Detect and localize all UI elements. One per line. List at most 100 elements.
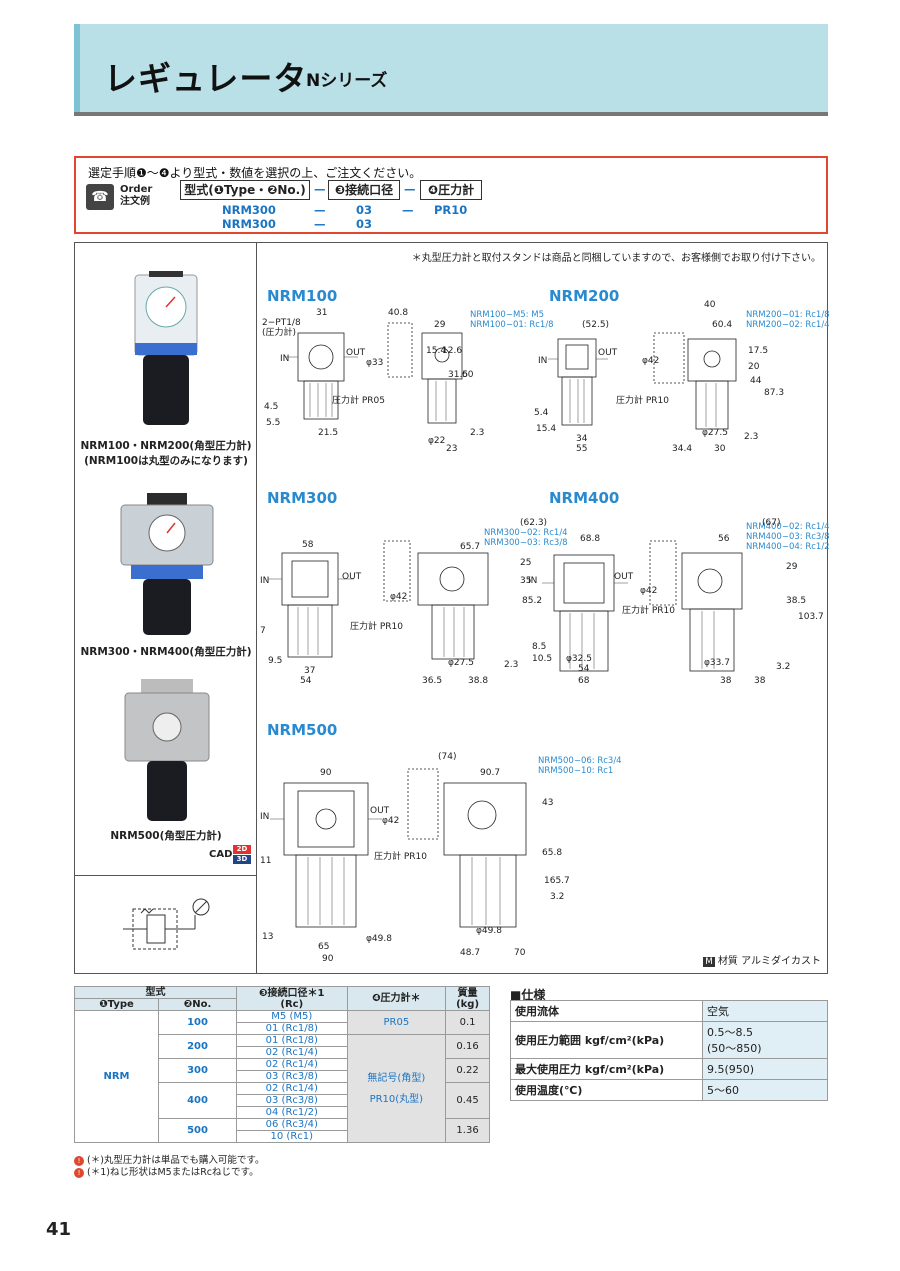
nrm400-gauge-label: 圧力計 PR10: [622, 604, 675, 616]
order-header-port: ❸接続口径: [328, 180, 400, 200]
nrm400-dimension-label: 103.7: [798, 612, 824, 622]
nrm300-dimension-label: φ27.5: [448, 658, 474, 668]
nrm200-dimension-label: 5.4: [534, 408, 549, 418]
spec-value: 5〜60: [702, 1079, 828, 1101]
nrm400-dimension-label: 3.2: [776, 662, 790, 672]
order-ex1-model: NRM300: [222, 203, 276, 217]
nrm300-port-label-1: NRM300−02: Rc1/4: [484, 528, 568, 538]
th-type: ❶Type: [74, 998, 159, 1011]
nrm200-dimension-label: 87.3: [764, 388, 784, 398]
nrm100-dimension-label: 31: [316, 308, 327, 318]
nrm200-in: IN: [538, 356, 547, 366]
nrm500-dimension-label: 48.7: [460, 948, 480, 958]
nrm400-in: IN: [528, 576, 537, 586]
order-ex1-dash: —: [314, 203, 326, 217]
dimension-drawings: IN OUT 2−PT1/8 (圧力計) NRM100−M5: M5 NRM10…: [260, 300, 830, 964]
nrm300-gauge-view: [383, 540, 489, 660]
cell-mass: 1.36: [445, 1118, 490, 1143]
order-dash-2: —: [404, 182, 416, 196]
nrm200-gauge-label: 圧力計 PR10: [616, 394, 669, 406]
nrm200-dimension-label: φ27.5: [702, 428, 728, 438]
cell-port: 06 (Rc3/4): [236, 1118, 348, 1131]
nrm500-photo: [124, 679, 210, 821]
nrm100-dimension-label: φ33: [366, 358, 383, 368]
cell-mass: 0.22: [445, 1058, 490, 1083]
nrm400-dimension-label: 68.8: [580, 534, 600, 544]
nrm400-front-view: [542, 554, 628, 672]
order-example-box: 選定手順❶〜❹より型式・数値を選択の上、ご注文ください。 ☎ Order 注文例…: [74, 156, 828, 234]
nrm200-port-label-1: NRM200−01: Rc1/8: [746, 310, 830, 320]
cell-gauge-pr05: PR05: [346, 1010, 447, 1035]
nrm500-dimension-label: 90: [320, 768, 332, 778]
nrm200-dimension-label: 60.4: [712, 320, 732, 330]
regulator-symbol-icon: [123, 898, 210, 950]
nrm100-pt-label-2: (圧力計): [262, 326, 296, 338]
nrm400-gauge-view: [649, 540, 743, 672]
photo-caption-3: NRM500(角型圧力計): [110, 830, 222, 842]
nrm300-title: NRM300: [267, 489, 338, 507]
nrm100-dimension-label: 4.5: [264, 402, 278, 412]
th-model: 型式: [74, 986, 237, 999]
nrm100-photo: [134, 271, 198, 425]
nrm200-dimension-label: 17.5: [748, 346, 768, 356]
nrm400-dimension-label: φ42: [640, 586, 657, 596]
nrm200-out: OUT: [598, 348, 618, 358]
th-port: ❸接続口径＊1(Rc): [236, 986, 348, 1011]
cell-no: 500: [158, 1118, 237, 1143]
nrm300-dimension-label: 65.7: [460, 542, 480, 552]
nrm100-dimension-label: 15.4: [426, 346, 446, 356]
spec-key: 最大使用圧力 kgf/cm²(kPa): [510, 1058, 703, 1080]
page-number: 41: [46, 1219, 72, 1240]
nrm100-pt-label-1: 2−PT1/8: [262, 318, 301, 328]
nrm200-title: NRM200: [549, 287, 620, 305]
nrm100-in: IN: [280, 354, 289, 364]
order-ex1-port: 03: [356, 203, 373, 217]
nrm400-out: OUT: [614, 572, 634, 582]
nrm100-dimension-label: 40.8: [388, 308, 408, 318]
symbol-separator: [75, 875, 257, 876]
nrm500-dimension-label: 3.2: [550, 892, 564, 902]
order-ex1-dash2: —: [402, 203, 414, 217]
cell-mass: 0.1: [445, 1010, 490, 1035]
nrm200-dimension-label: 15.4: [536, 424, 556, 434]
nrm300-photo: [120, 493, 214, 635]
cell-mass: 0.16: [445, 1034, 490, 1059]
nrm100-title: NRM100: [267, 287, 338, 305]
nrm500-dimension-label: (74): [438, 752, 456, 762]
cell-port: 01 (Rc1/8): [236, 1034, 348, 1047]
nrm500-in: IN: [260, 812, 269, 822]
note-icon: !: [74, 1168, 84, 1178]
nrm500-port-label-1: NRM500−06: Rc3/4: [538, 756, 622, 766]
nrm500-dimension-label: 11: [260, 856, 271, 866]
nrm300-dimension-label: 37: [304, 666, 315, 676]
nrm500-dimension-label: φ49.8: [476, 926, 502, 936]
order-ex1-gauge: PR10: [434, 203, 468, 217]
th-no: ❷No.: [158, 998, 237, 1011]
nrm400-title: NRM400: [549, 489, 620, 507]
series-label: Nシリーズ: [306, 71, 388, 91]
nrm100-front-view: [286, 332, 358, 420]
nrm500-dimension-label: 65: [318, 942, 329, 952]
cell-port: M5 (M5): [236, 1010, 348, 1023]
nrm400-dimension-label: 38: [754, 676, 766, 686]
nrm300-gauge-label: 圧力計 PR10: [350, 620, 403, 632]
nrm500-front-view: [270, 782, 382, 928]
photo-caption-2: NRM300・NRM400(角型圧力計): [80, 646, 252, 658]
nrm200-port-label-2: NRM200−02: Rc1/4: [746, 320, 830, 330]
spec-title: ■仕様: [510, 988, 546, 1002]
nrm400-port-label-2: NRM400−03: Rc3/8: [746, 532, 830, 542]
order-header-gauge: ❹圧力計: [420, 180, 482, 200]
cell-port: 01 (Rc1/8): [236, 1022, 348, 1035]
nrm300-dimension-label: 36.5: [422, 676, 442, 686]
photo-column: NRM100・NRM200(角型圧力計) (NRM100は丸型のみになります) …: [75, 243, 257, 973]
nrm400-dimension-label: 56: [718, 534, 730, 544]
footnote-2: !(＊1)ねじ形状はM5またはRcねじです。: [74, 1164, 259, 1178]
cell-gauge-options: 無記号(角型) PR10(丸型): [346, 1034, 447, 1143]
cad-3d: 3D: [233, 855, 251, 864]
nrm300-port-label-2: NRM300−03: Rc3/8: [484, 538, 568, 548]
nrm500-dimension-label: 90.7: [480, 768, 500, 778]
spec-value: 空気: [702, 1000, 828, 1022]
order-ex2-port: 03: [356, 217, 373, 231]
nrm300-dimension-label: 85.2: [522, 596, 542, 606]
nrm500-dimension-label: φ42: [382, 816, 399, 826]
